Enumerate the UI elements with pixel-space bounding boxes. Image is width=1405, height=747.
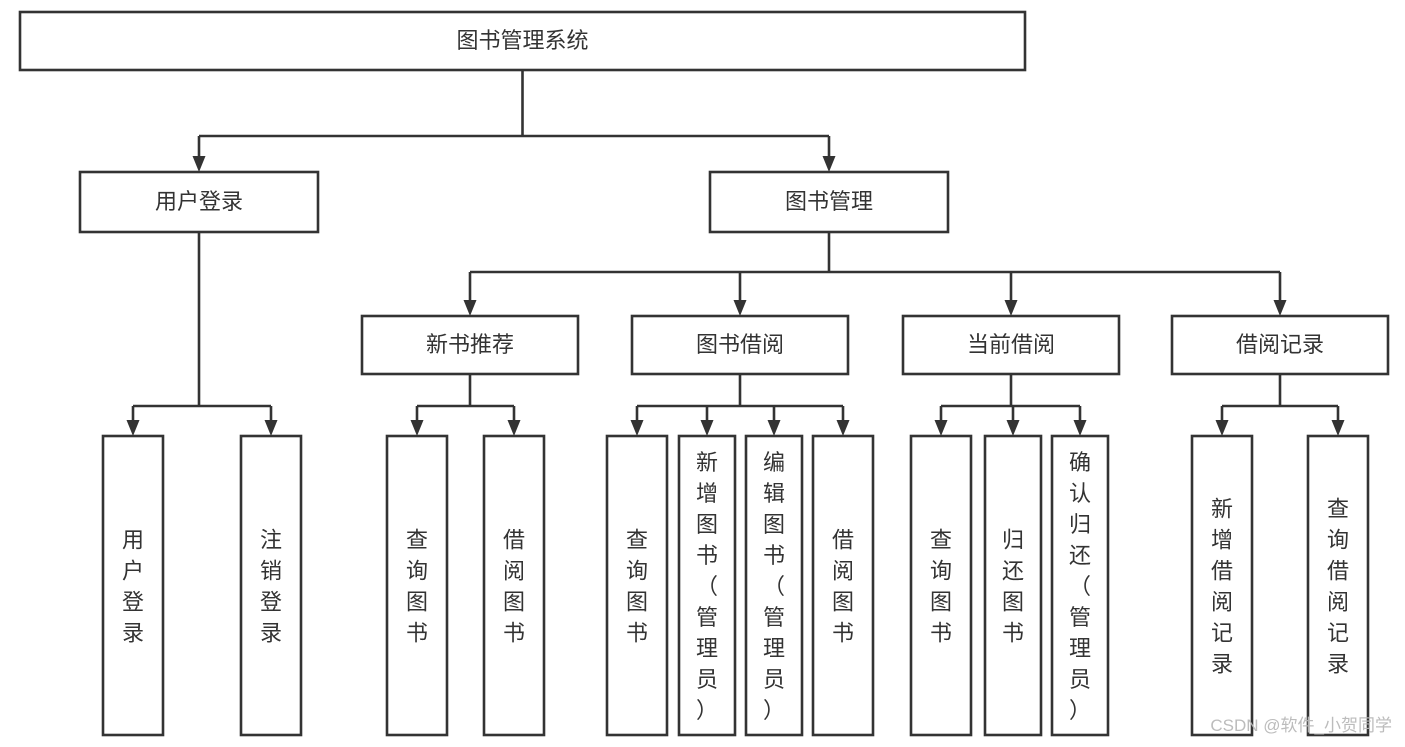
node-box[interactable] <box>605 434 669 737</box>
arrow-head-icon <box>733 300 747 316</box>
connector-current-to-leaves <box>934 374 1087 436</box>
node-box[interactable] <box>18 10 1027 72</box>
node-box[interactable] <box>482 434 546 737</box>
node-box[interactable] <box>630 314 850 376</box>
node-box[interactable] <box>101 434 165 737</box>
node-leaf-borrow-book[interactable]: 借阅图书 <box>811 434 875 737</box>
node-label: 用户登录 <box>122 528 144 646</box>
node-box[interactable] <box>811 434 875 737</box>
node-label: 归还图书 <box>1002 528 1024 646</box>
node-box[interactable] <box>708 170 950 234</box>
node-leaf-borrow-book-recommend[interactable]: 借阅图书 <box>482 434 546 737</box>
arrow-head-icon <box>126 420 140 436</box>
node-leaf-return-book[interactable]: 归还图书 <box>983 434 1043 737</box>
node-box[interactable] <box>78 170 320 234</box>
node-label: 图书管理系统 <box>456 28 588 53</box>
node-box[interactable] <box>1306 434 1370 737</box>
node-leaf-add-book[interactable]: 新增图书（管理员） <box>677 434 737 737</box>
node-box[interactable] <box>744 434 804 737</box>
node-leaf-query-book-borrow[interactable]: 查询图书 <box>605 434 669 737</box>
arrow-head-icon <box>1004 300 1018 316</box>
arrow-head-icon <box>700 420 714 436</box>
connector-userlogin-to-leaves <box>126 232 278 436</box>
connector-root-to-level1 <box>192 70 836 172</box>
node-label: 当前借阅 <box>967 332 1055 357</box>
arrow-head-icon <box>1273 300 1287 316</box>
node-label: 图书管理 <box>785 189 873 214</box>
node-box[interactable] <box>1050 434 1110 737</box>
node-leaf-query-book-recommend[interactable]: 查询图书 <box>385 434 449 737</box>
connector-layer <box>126 70 1345 436</box>
node-label: 借阅图书 <box>503 528 525 646</box>
node-label: 借阅图书 <box>832 528 854 646</box>
node-label: 新书推荐 <box>426 332 514 357</box>
node-box[interactable] <box>239 434 303 737</box>
node-label: 编辑图书（管理员） <box>763 450 785 723</box>
arrow-head-icon <box>822 156 836 172</box>
arrow-head-icon <box>630 420 644 436</box>
arrow-head-icon <box>507 420 521 436</box>
arrow-head-icon <box>767 420 781 436</box>
node-label: 确认归还（管理员） <box>1069 450 1091 723</box>
node-box[interactable] <box>385 434 449 737</box>
connector-borrow-to-leaves <box>630 374 850 436</box>
csdn-watermark: CSDN @软件_小贺同学 <box>1210 716 1392 735</box>
arrow-head-icon <box>1073 420 1087 436</box>
arrow-head-icon <box>264 420 278 436</box>
node-leaf-logout-login[interactable]: 注销登录 <box>239 434 303 737</box>
node-borrow-record[interactable]: 借阅记录 <box>1170 314 1390 376</box>
node-book-borrow[interactable]: 图书借阅 <box>630 314 850 376</box>
arrow-head-icon <box>1006 420 1020 436</box>
node-label: 新增图书（管理员） <box>696 450 718 723</box>
node-label: 查询图书 <box>406 528 428 646</box>
node-leaf-query-borrow-record[interactable]: 查询借阅记录 <box>1306 434 1370 737</box>
node-leaf-edit-book[interactable]: 编辑图书（管理员） <box>744 434 804 737</box>
node-new-book-recommend[interactable]: 新书推荐 <box>360 314 580 376</box>
arrow-head-icon <box>836 420 850 436</box>
node-current-borrow[interactable]: 当前借阅 <box>901 314 1121 376</box>
node-box[interactable] <box>360 314 580 376</box>
node-label: 借阅记录 <box>1236 332 1324 357</box>
node-box[interactable] <box>901 314 1121 376</box>
node-user-login[interactable]: 用户登录 <box>78 170 320 234</box>
arrow-head-icon <box>1215 420 1229 436</box>
node-leaf-query-book-current[interactable]: 查询图书 <box>909 434 973 737</box>
node-label: 查询图书 <box>930 528 952 646</box>
connector-bookmgmt-to-level2 <box>463 232 1287 316</box>
node-label: 新增借阅记录 <box>1211 497 1233 677</box>
node-box[interactable] <box>1190 434 1254 737</box>
arrow-head-icon <box>463 300 477 316</box>
connector-recommend-to-leaves <box>410 374 521 436</box>
arrow-head-icon <box>1331 420 1345 436</box>
arrow-head-icon <box>410 420 424 436</box>
node-label: 查询图书 <box>626 528 648 646</box>
node-book-management[interactable]: 图书管理 <box>708 170 950 234</box>
node-leaf-add-borrow-record[interactable]: 新增借阅记录 <box>1190 434 1254 737</box>
node-box[interactable] <box>909 434 973 737</box>
node-box[interactable] <box>1170 314 1390 376</box>
arrow-head-icon <box>934 420 948 436</box>
connector-record-to-leaves <box>1215 374 1345 436</box>
node-label: 查询借阅记录 <box>1327 497 1349 677</box>
node-leaf-confirm-return[interactable]: 确认归还（管理员） <box>1050 434 1110 737</box>
node-leaf-user-login[interactable]: 用户登录 <box>101 434 165 737</box>
node-label: 注销登录 <box>260 528 282 646</box>
node-root[interactable]: 图书管理系统 <box>18 10 1027 72</box>
arrow-head-icon <box>192 156 206 172</box>
node-box[interactable] <box>983 434 1043 737</box>
node-label: 用户登录 <box>155 189 243 214</box>
node-box[interactable] <box>677 434 737 737</box>
node-layer: 图书管理系统用户登录图书管理新书推荐图书借阅当前借阅借阅记录用户登录注销登录查询… <box>18 10 1390 737</box>
node-label: 图书借阅 <box>696 332 784 357</box>
